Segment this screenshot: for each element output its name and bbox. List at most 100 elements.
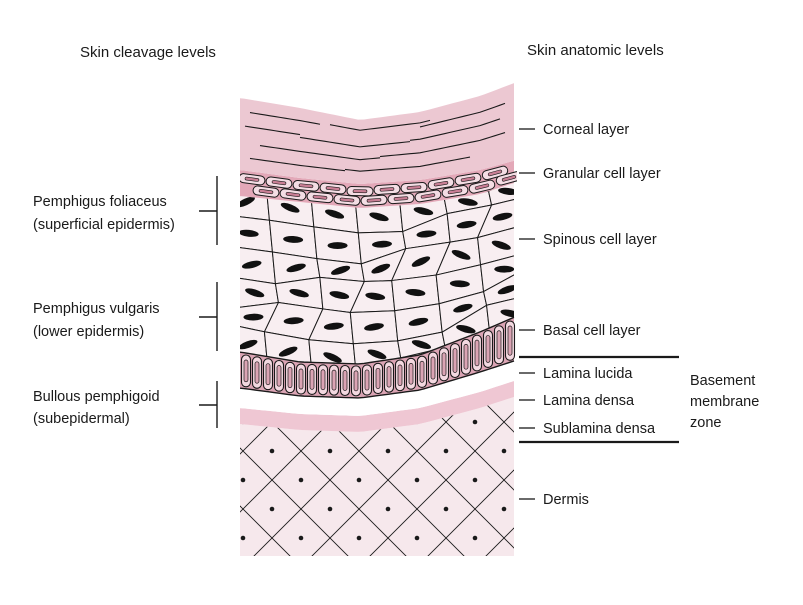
corneal-lamella	[344, 156, 471, 172]
corneal-lamella	[329, 119, 431, 131]
spinous-cell-nucleus	[329, 291, 350, 299]
spinous-cell-nucleus	[240, 339, 258, 350]
corneal-lamella	[379, 132, 506, 158]
bracket-pemphigus-vulgaris	[199, 282, 218, 351]
cleavage-detail-bullous-pemphigoid: (subepidermal)	[33, 411, 130, 427]
spinous-cell-nucleus	[327, 242, 348, 249]
dermis-fiber	[578, 380, 778, 580]
spinous-cell-nucleus	[325, 209, 345, 219]
basal-cell	[504, 320, 516, 361]
spinous-cell-nucleus	[371, 263, 391, 274]
spinous-cell-nucleus	[408, 317, 429, 326]
basal-cell	[251, 356, 263, 389]
dermis-fiber	[694, 380, 803, 580]
dermis-fiber-node	[472, 477, 478, 483]
granular-cell	[481, 165, 509, 181]
granular-cell	[333, 194, 361, 206]
dermis-fiber-node	[269, 506, 275, 512]
anatomic-label-granular-cell-layer: Granular cell layer	[543, 166, 661, 182]
granular-cell	[454, 172, 482, 186]
dermis-fiber-node	[414, 477, 420, 483]
spinous-cell-nucleus	[243, 313, 264, 321]
dermis-fiber	[0, 380, 24, 580]
anatomic-label-corneal-layer: Corneal layer	[543, 122, 629, 138]
anatomic-label-sublamina-densa: Sublamina densa	[543, 421, 656, 437]
basement-zone-label-line-1: Basement	[690, 373, 755, 389]
basal-top-boundary	[240, 316, 515, 365]
dermis-fiber-node	[327, 448, 333, 454]
dermis-fiber	[520, 380, 720, 580]
spinous-cell-nucleus	[451, 249, 471, 260]
corneal-layer	[240, 83, 514, 184]
dermis-fiber	[345, 396, 514, 556]
dermis-fiber-node	[501, 506, 507, 512]
spinous-cell-nucleus	[372, 240, 392, 248]
basal-cell	[262, 358, 274, 391]
spinous-cell-nucleus	[289, 288, 309, 298]
cleavage-detail-pemphigus-vulgaris: (lower epidermis)	[33, 324, 144, 340]
spinous-cell-nucleus	[456, 220, 477, 229]
granular-cell	[240, 173, 266, 186]
corneal-lamella	[259, 145, 381, 161]
spinous-cell-nucleus	[411, 256, 431, 267]
cleavage-detail-pemphigus-foliaceus: (superficial epidermis)	[33, 217, 175, 233]
granular-cell	[373, 183, 401, 195]
lamina-densa-layer	[240, 380, 514, 432]
basal-cell	[284, 361, 296, 394]
dermis-fiber	[520, 380, 720, 580]
dermis-fiber-node	[385, 448, 391, 454]
anatomic-label-basal-cell-layer: Basal cell layer	[543, 323, 641, 339]
basal-cells	[240, 316, 516, 399]
spinous-cell-nucleus	[369, 212, 389, 222]
bracket-pemphigus-foliaceus	[199, 176, 218, 245]
basal-cell	[306, 363, 318, 395]
basement-zone-label-line-2: membrane	[690, 394, 759, 410]
dermis-fiber-node	[356, 477, 362, 483]
granular-cell	[414, 189, 442, 203]
anatomic-leader-lines	[519, 128, 535, 500]
dermis-fiber	[0, 380, 82, 580]
dermis-fiber-node	[240, 535, 246, 541]
dermis-fiber-node	[385, 506, 391, 512]
dermis-fiber-node	[501, 448, 507, 454]
basal-cell	[493, 325, 505, 365]
spinous-cell-nucleus	[278, 346, 298, 357]
granular-cell	[387, 192, 415, 205]
granular-cell	[292, 179, 320, 192]
dermis-fiber-node	[443, 448, 449, 454]
spinous-cell-nucleus	[453, 303, 473, 313]
spinous-cell-nucleus	[364, 323, 384, 331]
spinous-cell-nucleus	[323, 322, 344, 330]
basal-cell	[438, 347, 450, 382]
spinous-cell-nucleus	[405, 288, 426, 297]
lamina-lucida-layer	[240, 360, 514, 416]
spinous-cell-nucleus	[416, 230, 437, 238]
dermis-fiber	[461, 396, 514, 556]
dermis-fiber	[0, 380, 140, 580]
basal-cell	[427, 351, 439, 385]
basal-cell	[471, 334, 483, 372]
granular-cell	[265, 176, 293, 189]
spinous-cell	[487, 182, 514, 206]
basal-cell	[295, 363, 307, 395]
dermis-fiber	[0, 380, 140, 580]
header-skin-cleavage-levels: Skin cleavage levels	[80, 44, 216, 61]
spinous-cell-nucleus	[498, 187, 514, 195]
spinous-cell-nucleus	[457, 198, 478, 206]
corneal-lamella	[409, 118, 501, 141]
basal-cell	[273, 359, 285, 392]
basal-cell	[240, 354, 252, 388]
spinous-cell-nucleus	[365, 292, 386, 301]
header-skin-anatomic-levels: Skin anatomic levels	[527, 42, 664, 59]
spinous-cell-nucleus	[283, 236, 304, 243]
basal-cell	[339, 364, 351, 397]
basal-cell	[383, 361, 395, 393]
dermis-fiber-node	[443, 506, 449, 512]
cleavage-label-pemphigus-foliaceus: Pemphigus foliaceus	[33, 194, 167, 210]
spinous-cell-nucleus	[286, 263, 306, 273]
basal-cell	[328, 364, 340, 396]
corneal-lamella	[244, 125, 301, 136]
spinous-cell-nucleus	[367, 349, 387, 360]
spinous-cell-nucleus	[449, 280, 470, 288]
